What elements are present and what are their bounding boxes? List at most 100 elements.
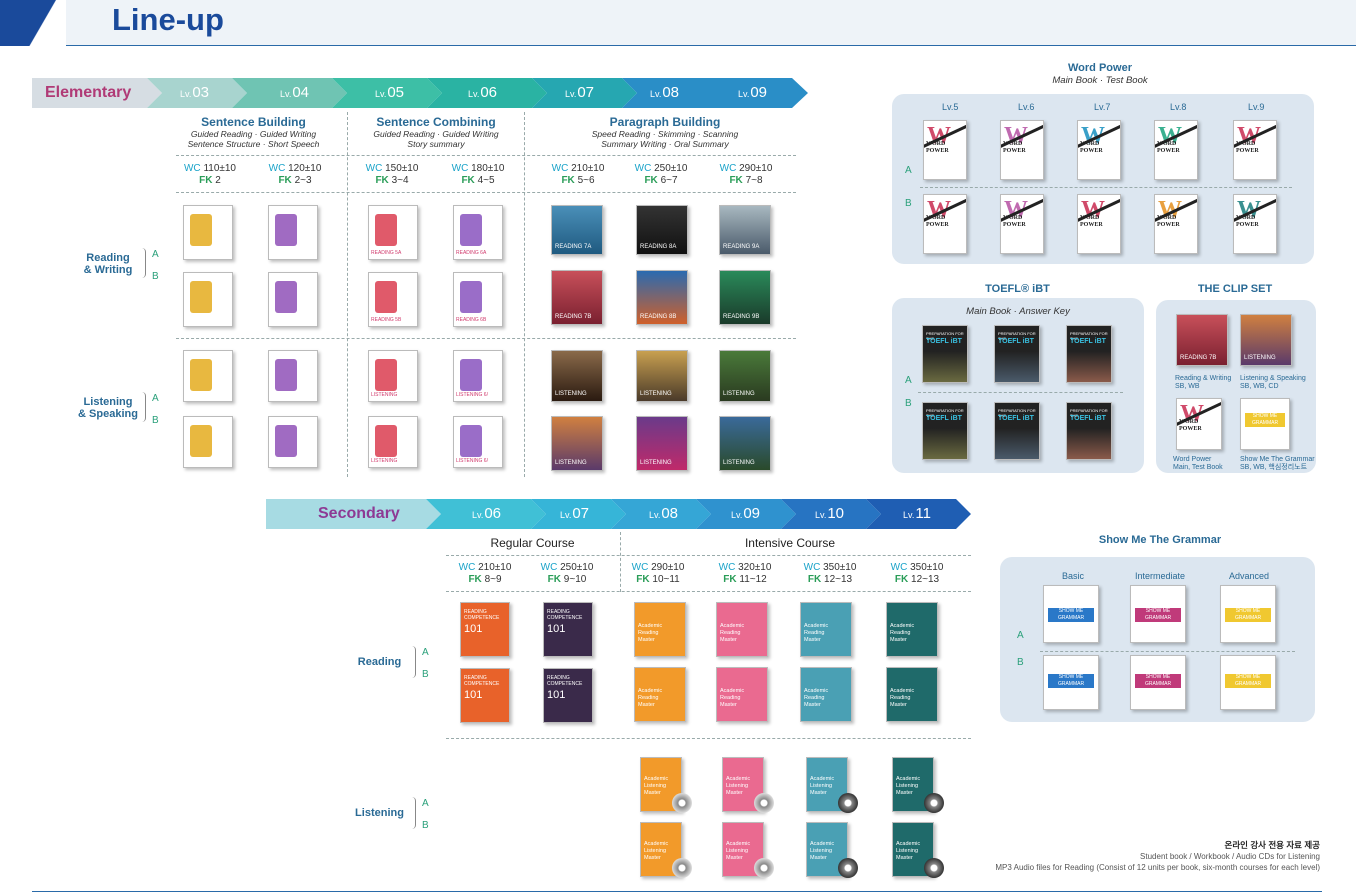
wp-level: Lv.6	[1018, 102, 1035, 112]
book-cover-grammar-basic-a: SHOW ME GRAMMAR	[1043, 585, 1099, 643]
row-a-label: A	[422, 647, 429, 658]
book-cover-arm-9a: Academic Reading Master	[716, 602, 768, 657]
row-reading-writing: Reading& Writing	[83, 252, 133, 276]
row-reading: Reading	[357, 656, 402, 668]
audio-cd-icon	[838, 793, 858, 813]
book-cover-clip-6a: READING 6A	[453, 205, 503, 260]
divider	[446, 591, 971, 592]
row-listening-speaking: Listening& Speaking	[78, 396, 138, 420]
course-regular: Regular Course	[490, 536, 575, 550]
divider	[920, 187, 1292, 188]
level-07: Lv.07	[565, 84, 595, 101]
book-cover-reading-8b: READING 8B	[636, 270, 688, 325]
sec-level-06: Lv.06	[472, 505, 502, 522]
book-cover-arm-8b: Academic Reading Master	[634, 667, 686, 722]
row-a-label: A	[152, 249, 159, 260]
row-b-label: B	[422, 820, 429, 831]
audio-cd-icon	[754, 858, 774, 878]
col-divider	[620, 532, 621, 592]
book-cover-clip-ls-5b: LISTENING	[368, 416, 418, 468]
brace	[410, 646, 416, 678]
book-cover-listening-7a: LISTENING	[551, 350, 603, 402]
elementary-arrow-bar	[32, 78, 808, 108]
book-cover-reading-8a: READING 8A	[636, 205, 688, 255]
footer-rule	[32, 891, 1322, 892]
level-05: Lv.05	[375, 84, 405, 101]
row-listening: Listening	[355, 807, 404, 819]
level-03: Lv.03	[180, 84, 210, 101]
col-divider	[347, 112, 348, 477]
audio-cd-icon	[672, 858, 692, 878]
audio-cd-icon	[754, 793, 774, 813]
secondary-label: Secondary	[318, 505, 400, 522]
materials-note: 온라인 강사 전용 자료 제공 Student book / Workbook …	[995, 840, 1320, 872]
book-cover-clip-6b: READING 6B	[453, 272, 503, 327]
book-cover-clip-ls-5a: LISTENING	[368, 350, 418, 402]
book-cover-arm-11a: Academic Reading Master	[886, 602, 938, 657]
book-cover-grammar-advanced-b: SHOW ME GRAMMAR	[1220, 655, 1276, 710]
level-09: Lv.09	[738, 84, 768, 101]
wp-level: Lv.7	[1094, 102, 1111, 112]
sec-level-09: Lv.09	[731, 505, 761, 522]
book-cover-arm-11b: Academic Reading Master	[886, 667, 938, 722]
divider	[176, 155, 796, 156]
brace	[140, 248, 146, 278]
book-cover-listening-9a: LISTENING	[719, 350, 771, 402]
wp-level: Lv.9	[1248, 102, 1265, 112]
book-cover-arm-10b: Academic Reading Master	[800, 667, 852, 722]
row-b-label: B	[905, 198, 912, 209]
divider	[1040, 651, 1295, 652]
book-cover-listening-7b: LISTENING	[551, 416, 603, 471]
book-cover-listening-8a: LISTENING	[636, 350, 688, 402]
grammar-level-intermediate: Intermediate	[1135, 571, 1186, 581]
book-cover-reading-7b: READING 7B	[551, 270, 603, 325]
row-b-label: B	[1017, 657, 1024, 668]
book-cover-grammar-intermediate-b: SHOW ME GRAMMAR	[1130, 655, 1186, 710]
book-cover-clip-ls-4b	[268, 416, 318, 468]
audio-cd-icon	[672, 793, 692, 813]
book-cover-clip-3a	[183, 205, 233, 260]
book-cover-clip-ls-3b	[183, 416, 233, 468]
book-cover-clip-ls-6b: LISTENING 6/	[453, 416, 503, 468]
elementary-label: Elementary	[45, 84, 132, 101]
wp-level: Lv.8	[1170, 102, 1187, 112]
book-cover-listening-9b: LISTENING	[719, 416, 771, 471]
book-cover-clip-5a: READING 5A	[368, 205, 418, 260]
book-cover-grammar-basic-b: SHOW ME GRAMMAR	[1043, 655, 1099, 710]
brace	[410, 797, 416, 829]
col-divider	[524, 112, 525, 477]
book-cover-arm-8a: Academic Reading Master	[634, 602, 686, 657]
grammar-level-advanced: Advanced	[1229, 571, 1270, 581]
book-cover-clip-4b	[268, 272, 318, 327]
grammar-title: Show Me The Grammar	[1098, 534, 1222, 546]
book-cover-reading-9a: READING 9A	[719, 205, 771, 255]
audio-cd-icon	[924, 793, 944, 813]
divider	[446, 555, 971, 556]
row-a-label: A	[905, 375, 912, 386]
sec-level-07: Lv.07	[560, 505, 590, 522]
clip-set-title: THE CLIP SET	[1197, 283, 1273, 295]
sec-level-08: Lv.08	[649, 505, 679, 522]
